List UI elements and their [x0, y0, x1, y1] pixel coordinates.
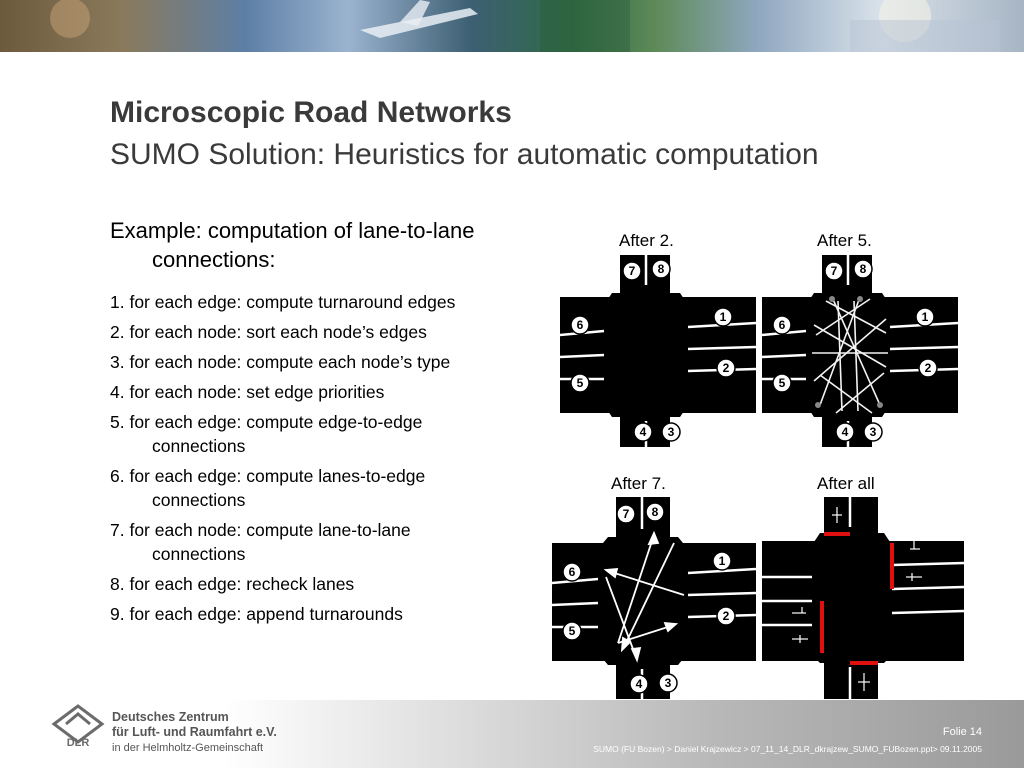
step-text: 3. for each node: compute each node’s ty… — [110, 352, 451, 372]
diagram-caption-4: After all — [817, 474, 875, 493]
node-label: 3 — [870, 425, 877, 439]
diagram-caption-2: After 5. — [817, 231, 872, 250]
node-label: 2 — [723, 361, 730, 375]
slide-number: Folie 14 — [942, 726, 982, 738]
dlr-logo: DLR — [51, 704, 105, 748]
list-item: 8. for each edge: recheck lanes — [110, 572, 550, 596]
org-name-line-3: in der Helmholtz-Gemeinschaft — [112, 742, 264, 754]
node-label: 3 — [665, 676, 672, 690]
node-label: 7 — [623, 507, 630, 521]
slide-title: Microscopic Road Networks — [110, 96, 512, 129]
step-text: 7. for each node: compute lane-to-lane — [110, 520, 411, 540]
node-label: 8 — [658, 262, 665, 276]
list-item: 1. for each edge: compute turnaround edg… — [110, 290, 550, 314]
node-label: 5 — [577, 376, 584, 390]
org-name-line-2: für Luft- und Raumfahrt e.V. — [112, 725, 277, 739]
step-text-continued: connections — [152, 436, 246, 456]
banner-illustration — [50, 0, 1000, 52]
node-label: 1 — [922, 310, 929, 324]
step-text: 2. for each node: sort each node’s edges — [110, 322, 427, 342]
slide-subtitle: SUMO Solution: Heuristics for automatic … — [110, 138, 819, 171]
steps-list: 1. for each edge: compute turnaround edg… — [110, 290, 550, 632]
node-label: 4 — [640, 425, 647, 439]
list-item: 2. for each node: sort each node’s edges — [110, 320, 550, 344]
intersection-diagram-after-5: 7 8 1 2 6 5 4 3 — [762, 255, 958, 447]
intersection-diagram-after-2: 7 8 1 2 6 5 4 3 — [560, 255, 756, 447]
node-label: 3 — [668, 425, 675, 439]
step-text: 8. for each edge: recheck lanes — [110, 574, 355, 594]
node-label: 6 — [569, 565, 576, 579]
list-item: 5. for each edge: compute edge-to-edge co… — [110, 410, 550, 458]
org-name-line-1: Deutsches Zentrum — [112, 710, 229, 724]
node-label: 5 — [779, 376, 786, 390]
list-item: 6. for each edge: compute lanes-to-edge c… — [110, 464, 550, 512]
diagram-caption-3: After 7. — [611, 474, 666, 493]
dlr-logo-text: DLR — [67, 737, 90, 748]
node-label: 6 — [779, 318, 786, 332]
lead-line-1: Example: computation of lane-to-lane — [110, 218, 475, 243]
step-text: 1. for each edge: compute turnaround edg… — [110, 292, 456, 312]
list-item: 7. for each node: compute lane-to-lane co… — [110, 518, 550, 566]
node-label: 8 — [860, 262, 867, 276]
footer-source: SUMO (FU Bozen) > Daniel Krajzewicz > 07… — [593, 744, 982, 754]
node-label: 6 — [577, 318, 584, 332]
step-text-continued: connections — [152, 490, 246, 510]
node-label: 8 — [652, 505, 659, 519]
step-text: 6. for each edge: compute lanes-to-edge — [110, 466, 426, 486]
list-item: 4. for each node: set edge priorities — [110, 380, 550, 404]
footer-bar — [0, 700, 1024, 768]
node-label: 5 — [569, 624, 576, 638]
step-text-continued: connections — [152, 544, 246, 564]
step-text: 9. for each edge: append turnarounds — [110, 604, 403, 624]
list-item: 9. for each edge: append turnarounds — [110, 602, 550, 626]
node-label: 4 — [636, 677, 643, 691]
header-banner-image — [0, 0, 1024, 52]
step-text: 5. for each edge: compute edge-to-edge — [110, 412, 423, 432]
node-label: 7 — [629, 264, 636, 278]
step-text: 4. for each node: set edge priorities — [110, 382, 385, 402]
node-label: 4 — [842, 425, 849, 439]
diagram-caption-1: After 2. — [619, 231, 674, 250]
intersection-diagram-after-all — [762, 497, 964, 699]
node-label: 1 — [720, 310, 727, 324]
list-item: 3. for each node: compute each node’s ty… — [110, 350, 550, 374]
node-label: 1 — [719, 554, 726, 568]
node-label: 2 — [925, 361, 932, 375]
intersection-diagram-after-7: 7 8 1 2 6 5 4 3 — [552, 497, 756, 699]
lead-line-2: connections: — [152, 247, 276, 272]
lead-paragraph: Example: computation of lane-to-lane con… — [110, 216, 550, 274]
node-label: 7 — [831, 264, 838, 278]
node-label: 2 — [723, 609, 730, 623]
